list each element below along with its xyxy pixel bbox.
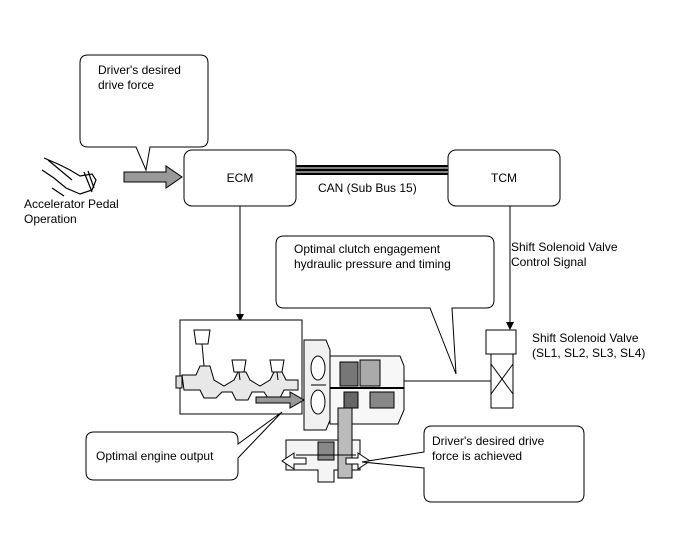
shift-solenoid-valve bbox=[485, 329, 517, 409]
drive-output-left-arrow bbox=[281, 452, 307, 470]
tcm-box bbox=[447, 149, 561, 207]
drive-output-right-arrow bbox=[345, 452, 371, 470]
callout-desired-force-text: Driver's desired drive force bbox=[98, 63, 181, 92]
callout-clutch-text: Optimal clutch engagement hydraulic pres… bbox=[294, 242, 451, 271]
callout-clutch bbox=[275, 235, 495, 375]
solenoid-label: Shift Solenoid Valve (SL1, SL2, SL3, SL4… bbox=[532, 331, 646, 360]
signal-label: Shift Solenoid Valve Control Signal bbox=[511, 240, 618, 269]
callout-engine-output bbox=[85, 411, 283, 481]
can-bus-line bbox=[296, 165, 448, 175]
ecm-to-engine-arrow bbox=[236, 206, 244, 322]
engine-output-arrow bbox=[255, 391, 306, 409]
accelerator-pedal-icon bbox=[41, 157, 97, 197]
pedal-label: Accelerator Pedal Operation bbox=[24, 197, 119, 226]
callout-achieved bbox=[361, 425, 585, 503]
tcm-label: TCM bbox=[491, 171, 517, 185]
tcm-to-solenoid-arrow bbox=[506, 206, 514, 330]
pedal-input-arrow bbox=[123, 165, 183, 189]
solenoid-to-transmission-arrow bbox=[396, 377, 491, 385]
callout-engine-output-text: Optimal engine output bbox=[96, 449, 214, 463]
callout-achieved-text: Driver's desired drive force is achieved bbox=[432, 434, 545, 463]
callout-desired-force bbox=[79, 54, 209, 172]
can-bus-label: CAN (Sub Bus 15) bbox=[318, 181, 417, 195]
ecm-label: ECM bbox=[226, 171, 254, 185]
